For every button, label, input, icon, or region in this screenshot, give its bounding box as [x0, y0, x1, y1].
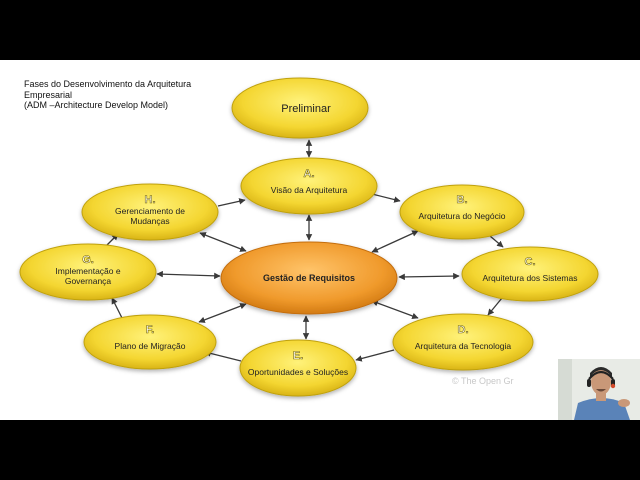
arrow-e-to-f — [204, 350, 242, 362]
arrow-f-to-g — [111, 297, 123, 319]
phase-node-opportunities: E. Oportunidades e Soluções — [239, 339, 357, 397]
phase-label: Governança — [65, 276, 112, 286]
title-line-2: Empresarial — [24, 89, 73, 100]
phase-ellipse — [81, 183, 219, 241]
phase-node-business: B. Arquitetura do Negócio — [399, 184, 525, 240]
phase-label: Mudanças — [130, 216, 169, 226]
phase-letter: A. — [304, 168, 315, 180]
node-requirements-management: Gestão de Requisitos — [220, 241, 398, 315]
phase-ellipse — [240, 157, 378, 215]
phase-letter: F. — [146, 324, 155, 336]
phase-label: Plano de Migração — [115, 341, 186, 351]
arrow-b-to-c — [489, 235, 504, 248]
phase-node-migration: F. Plano de Migração — [83, 314, 217, 370]
presenter-video-icon — [558, 359, 640, 420]
node-preliminary: Preliminar — [231, 77, 369, 139]
arrow-center-f — [198, 303, 247, 323]
webcam-overlay — [558, 359, 640, 420]
arrow-d-to-e — [355, 349, 395, 362]
phase-node-systems: C. Arquitetura dos Sistemas — [461, 246, 599, 302]
phase-ellipse — [392, 313, 534, 371]
center-label: Gestão de Requisitos — [263, 273, 355, 283]
phase-label: Arquitetura do Negócio — [419, 211, 506, 221]
phase-label: Arquitetura da Tecnologia — [415, 341, 512, 351]
slide-title: Fases do Desenvolvimento da Arquitetura … — [24, 79, 254, 111]
watermark: © The Open Gr — [452, 376, 514, 386]
arrow-center-g — [156, 270, 221, 280]
phase-letter: E. — [293, 350, 303, 362]
phase-label: Oportunidades e Soluções — [248, 367, 348, 377]
phase-ellipse — [19, 243, 157, 301]
phase-ellipse — [239, 339, 357, 397]
phase-letter: B. — [457, 194, 468, 206]
slide: Fases do Desenvolvimento da Arquitetura … — [0, 60, 640, 420]
arrow-a-to-b — [371, 193, 401, 203]
arrow-center-b — [371, 230, 419, 253]
arrow-h-to-a — [217, 198, 246, 207]
phase-letter: G. — [82, 254, 94, 266]
phase-node-vision: A. Visão da Arquitetura — [240, 157, 378, 215]
phase-ellipse — [399, 184, 525, 240]
arrow-center-c — [398, 272, 460, 281]
preliminary-label: Preliminar — [281, 103, 331, 115]
title-line-3: (ADM –Architecture Develop Model) — [24, 100, 169, 110]
arrows-layer — [105, 139, 504, 362]
phase-label: Visão da Arquitetura — [271, 185, 348, 195]
title-line-1: Fases do Desenvolvimento da Arquitetura — [24, 79, 192, 89]
phase-ellipse — [461, 246, 599, 302]
phase-ellipse — [83, 314, 217, 370]
phase-label: Gerenciamento de — [115, 206, 185, 216]
phase-node-technology: D. Arquitetura da Tecnologia — [392, 313, 534, 371]
phase-label: Implementação e — [55, 266, 120, 276]
arrow-center-h — [199, 232, 247, 252]
phase-label: Arquitetura dos Sistemas — [483, 273, 578, 283]
arrow-center-d — [371, 299, 419, 320]
phase-letter: H. — [145, 194, 156, 206]
adm-cycle-diagram: Preliminar Gestão de Requisitos A. Visão … — [19, 77, 599, 397]
phase-letter: C. — [525, 256, 536, 268]
phase-letter: D. — [458, 324, 469, 336]
arrow-c-to-d — [487, 297, 503, 316]
